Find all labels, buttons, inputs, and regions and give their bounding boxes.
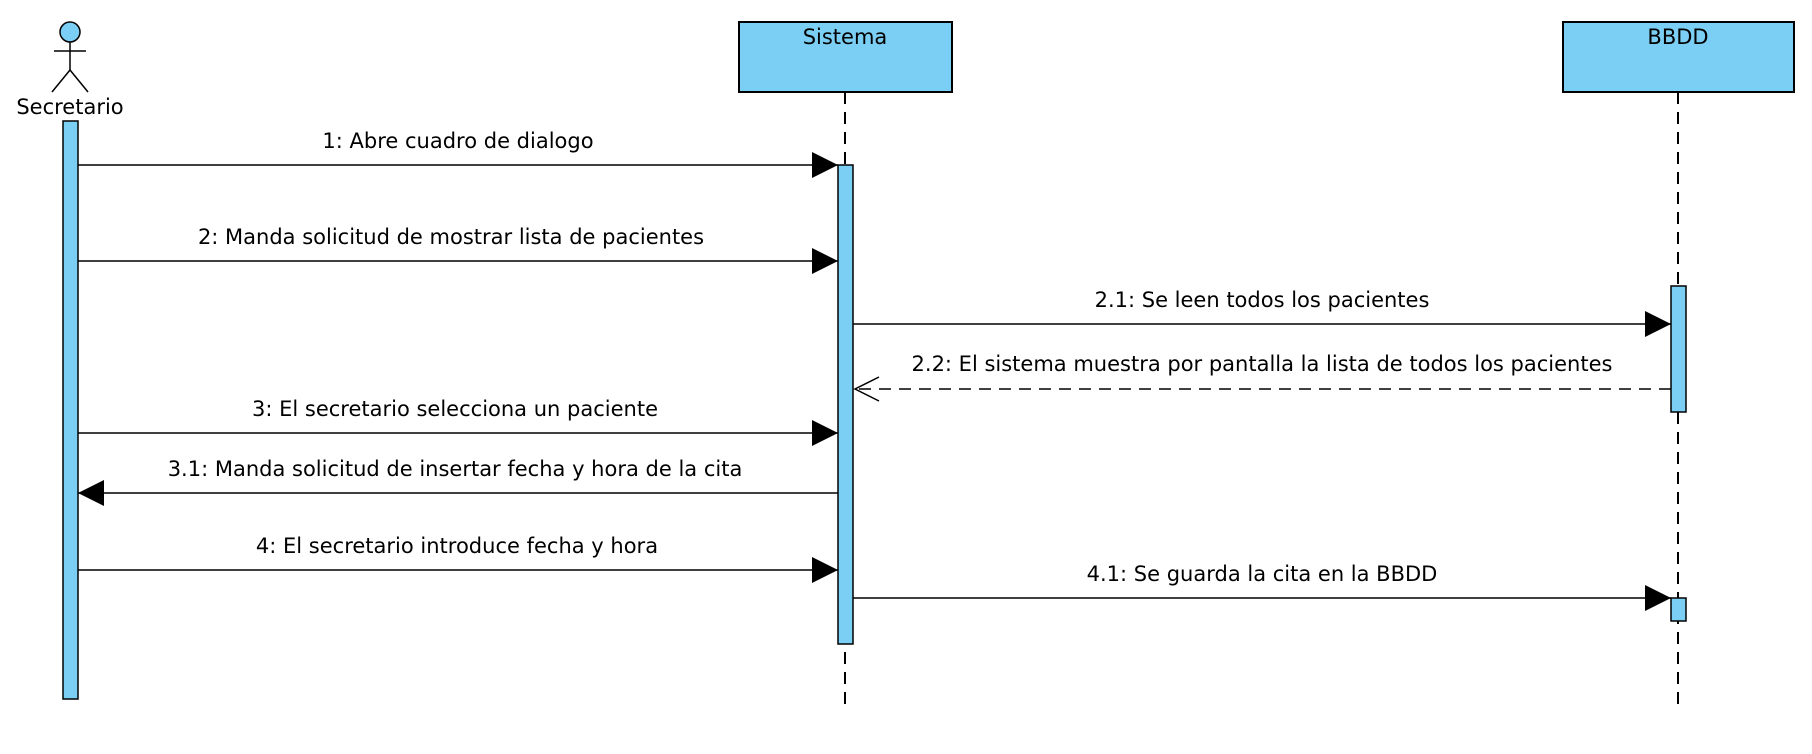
activation-bbdd-2	[1670, 597, 1687, 622]
message-label: 3: El secretario selecciona un paciente	[252, 397, 658, 421]
activation-secretario	[62, 120, 79, 700]
participant-name: Sistema	[803, 25, 888, 49]
participant-box	[1562, 21, 1795, 93]
open-arrowhead	[853, 376, 880, 402]
message-label: 4.1: Se guarda la cita en la BBDD	[1087, 562, 1438, 586]
participant-bbdd: BBDD	[1562, 21, 1795, 93]
actor-leg-right	[69, 69, 89, 93]
activation-bbdd-1	[1670, 285, 1687, 413]
message-label: 2.1: Se leen todos los pacientes	[1095, 288, 1430, 312]
message-2-1: 2.1: Se leen todos los pacientes	[853, 288, 1671, 337]
message-label: 2.2: El sistema muestra por pantalla la …	[912, 352, 1613, 376]
activation-sistema	[837, 164, 854, 645]
message-4-1: 4.1: Se guarda la cita en la BBDD	[853, 562, 1671, 611]
message-3-1: 3.1: Manda solicitud de insertar fecha y…	[78, 457, 838, 506]
message-4: 4: El secretario introduce fecha y hora	[78, 534, 838, 583]
actor-secretario: Secretario	[16, 21, 124, 119]
message-label: 4: El secretario introduce fecha y hora	[256, 534, 658, 558]
message-2: 2: Manda solicitud de mostrar lista de p…	[78, 225, 838, 274]
participant-sistema: Sistema	[738, 21, 953, 93]
participant-box	[738, 21, 953, 93]
message-label: 1: Abre cuadro de dialogo	[322, 129, 593, 153]
message-1: 1: Abre cuadro de dialogo	[78, 129, 838, 178]
message-label: 3.1: Manda solicitud de insertar fecha y…	[168, 457, 743, 481]
actor-name: Secretario	[16, 95, 123, 119]
participant-name: BBDD	[1647, 25, 1708, 49]
message-label: 2: Manda solicitud de mostrar lista de p…	[198, 225, 704, 249]
message-3: 3: El secretario selecciona un paciente	[78, 397, 838, 446]
message-2-2: 2.2: El sistema muestra por pantalla la …	[853, 352, 1671, 402]
actor-head	[59, 21, 81, 43]
actor-leg-left	[51, 69, 71, 93]
